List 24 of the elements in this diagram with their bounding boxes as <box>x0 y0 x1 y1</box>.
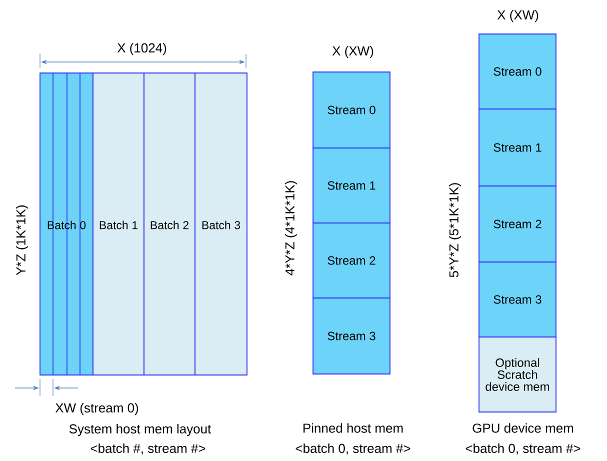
stream-block: Stream 0 <box>312 72 390 148</box>
batch-column: Batch 0 <box>40 72 94 376</box>
stream-block: Stream 0 <box>478 34 556 110</box>
stream-block: Stream 2 <box>312 222 390 298</box>
caption-text: Pinned host mem <box>304 423 403 433</box>
dimension-label: XW (stream 0) <box>55 402 138 416</box>
batch-column: Batch 1 <box>92 72 144 376</box>
caption-text: <batch 0, stream #> <box>466 443 580 455</box>
dimension-label: 4*Y*Z (4*1K*1K) <box>284 181 298 276</box>
stream-block: Stream 3 <box>312 298 390 374</box>
stream-block: Stream 3 <box>478 262 556 338</box>
stream-block: Stream 1 <box>478 108 556 186</box>
caption-text: <batch 0, stream #> <box>296 443 410 455</box>
scratch-block: Optional Scratch device mem <box>478 336 556 412</box>
dimension-label: Y*Z (1K*1K) <box>16 205 28 276</box>
dimension-label: X (XW) <box>332 46 374 58</box>
dimension-label: 5*Y*Z (5*1K*1K) <box>448 183 462 278</box>
stream-block: Stream 2 <box>478 186 556 262</box>
caption-text: System host mem layout <box>69 424 212 436</box>
batch-column: Batch 2 <box>144 72 196 376</box>
batch-column: Batch 3 <box>194 72 248 376</box>
dimension-label: X (1024) <box>117 42 166 56</box>
stream-block: Stream 1 <box>312 148 390 224</box>
caption-text: <batch #, stream #> <box>90 443 206 455</box>
